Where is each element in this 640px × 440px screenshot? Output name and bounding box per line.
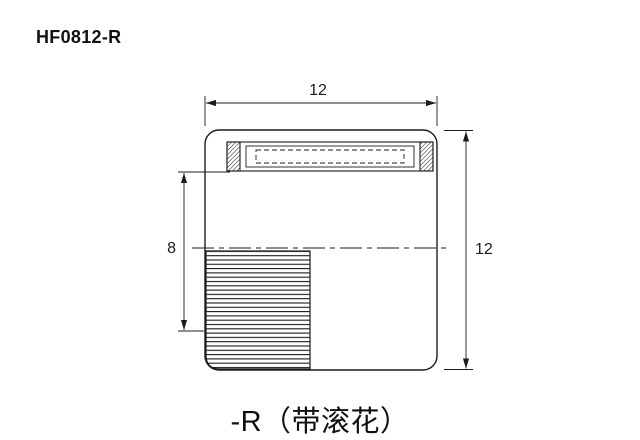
dim-bore: 8	[167, 171, 230, 332]
shell-hatch-left	[226, 141, 241, 172]
dim-width-label: 12	[309, 82, 327, 99]
knurled-region	[205, 250, 311, 370]
part-number-label: HF0812-R	[36, 27, 122, 47]
cage-outline	[245, 145, 415, 168]
roller-assembly-dashed	[255, 149, 405, 164]
caption-label: -R（带滚花）	[230, 406, 410, 438]
dim-od-label: 12	[475, 241, 493, 258]
dim-bore-label: 8	[167, 240, 176, 257]
dim-od: 12	[444, 130, 493, 370]
cup-section-band	[226, 141, 434, 172]
cup-outline	[226, 141, 434, 172]
shell-hatch-right	[419, 141, 434, 172]
dim-width: 12	[204, 82, 438, 126]
